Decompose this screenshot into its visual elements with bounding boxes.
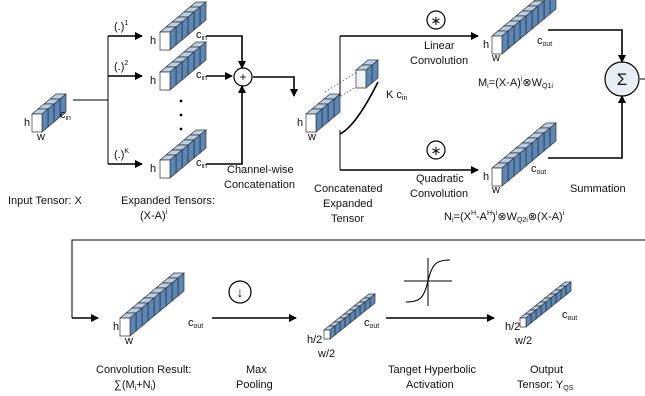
concatenated-label-2: Expanded	[323, 198, 373, 210]
concat-plus-symbol: +	[239, 70, 246, 84]
input-tensor-label: Input Tensor: X	[8, 195, 82, 207]
tanh-label-2: Activation	[406, 379, 454, 391]
quadratic-conv-label-1: Quadratic	[416, 173, 464, 185]
expanded-formula-label: (X-A)i	[140, 209, 168, 222]
input-c-label: cin	[60, 109, 71, 122]
branch-connectors	[73, 32, 143, 168]
concat-brace	[339, 81, 379, 135]
concat-w-label: w	[307, 131, 316, 143]
conv-result-label-1: Convolution Result:	[96, 364, 191, 376]
expanded-tensor-k	[159, 129, 207, 179]
lin-w-label: w	[491, 52, 500, 64]
res-h-label: h	[113, 321, 119, 333]
linear-conv-label-2: Convolution	[410, 55, 468, 67]
quadratic-conv-icon	[426, 140, 446, 160]
concat-kcin-label: K cin	[386, 89, 407, 102]
conv-result-label-2: ∑(Mi+Ni)	[114, 379, 156, 392]
linear-out-tensor	[491, 0, 557, 55]
sum-connectors	[548, 29, 645, 159]
summation-symbol: Σ	[617, 70, 628, 89]
split-connectors	[339, 32, 479, 174]
exp2-h-label: h	[150, 75, 156, 87]
output-tensor	[519, 281, 572, 328]
pool-h-label: h/2	[307, 334, 322, 346]
input-w-label: w	[36, 131, 45, 143]
res-w-label: w	[124, 335, 133, 347]
linear-conv-label-1: Linear	[424, 40, 455, 52]
input-tensor	[31, 93, 67, 133]
out-c-label: cout	[562, 309, 577, 322]
max-pool-label-1: Max	[246, 364, 267, 376]
output-label-1: Output	[530, 364, 563, 376]
pooled-tensor	[323, 293, 376, 340]
expanded-tensors-label: Expanded Tensors:	[121, 195, 215, 207]
max-pool-label-2: Pooling	[236, 379, 273, 391]
linear-conv-icon	[426, 10, 446, 30]
concat-tail-block	[355, 59, 379, 89]
max-pool-symbol: ↓	[237, 284, 244, 300]
exp2-c-label: cin	[196, 69, 207, 82]
expk-c-label: cin	[196, 157, 207, 170]
lin-c-label: cout	[537, 35, 552, 48]
mi-formula: Mi=(X-A)i⊗WQ1i	[478, 76, 553, 90]
quadratic-out-tensor	[491, 122, 557, 187]
output-label-2: Tensor: YQS	[517, 379, 574, 392]
quad-h-label: h	[483, 171, 489, 183]
pool-w-label: w/2	[317, 348, 335, 360]
concatenated-label-1: Concatenated	[314, 183, 383, 195]
quadratic-conv-label-2: Convolution	[410, 188, 468, 200]
tanh-graph-icon	[404, 258, 452, 306]
expanded-tensor-1	[159, 1, 207, 51]
ellipsis-dots	[179, 99, 183, 131]
input-h-label: h	[24, 117, 30, 129]
out-h-label: h/2	[505, 321, 520, 333]
channel-concat-label-2: Concatenation	[224, 179, 295, 191]
summation-icon	[604, 61, 640, 97]
concatenated-tensor	[305, 93, 341, 133]
exp1-h-label: h	[150, 35, 156, 47]
expk-h-label: h	[150, 163, 156, 175]
pool-c-label: cout	[364, 317, 379, 330]
quad-w-label: w	[491, 184, 500, 196]
tanh-label-1: Tanget Hyperbolic	[388, 364, 477, 376]
exp1-c-label: cin	[196, 29, 207, 42]
expanded-tensor-2	[159, 41, 207, 91]
power-1-label: (.)1	[114, 20, 128, 33]
lin-h-label: h	[483, 39, 489, 51]
summation-label: Summation	[570, 183, 626, 195]
max-pool-icon	[228, 280, 252, 304]
conv-result-tensor	[119, 272, 185, 337]
quadratic-conv-symbol: ∗	[431, 143, 442, 158]
quad-c-label: cout	[531, 163, 546, 176]
linear-conv-symbol: ∗	[431, 13, 442, 28]
ni-formula: Ni=(XH-AH)i⊗WQ2i⊗(X-A)i	[444, 210, 565, 224]
power-2-label: (.)2	[114, 60, 128, 73]
res-c-label: cout	[188, 317, 203, 330]
row-wrap-connector	[71, 239, 645, 322]
concat-connectors	[206, 35, 298, 165]
channel-concat-label-1: Channel-wise	[227, 164, 294, 176]
concat-plus-icon	[233, 67, 253, 87]
concat-h-label: h	[297, 117, 303, 129]
concatenated-label-3: Tensor	[331, 213, 364, 225]
power-k-label: (.)K	[114, 148, 129, 161]
out-w-label: w/2	[514, 335, 532, 347]
